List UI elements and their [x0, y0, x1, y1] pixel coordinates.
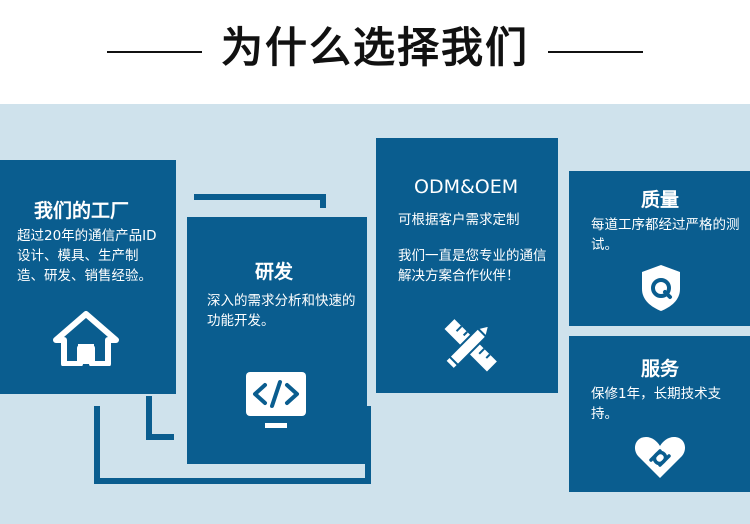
card-quality: 质量 每道工序都经过严格的测试。: [569, 171, 750, 326]
card-factory-title: 我们的工厂: [34, 200, 130, 222]
header: 为什么选择我们: [0, 0, 750, 104]
card-rnd: 研发 深入的需求分析和快速的功能开发。: [187, 217, 367, 464]
card-quality-desc: 每道工序都经过严格的测试。: [591, 217, 740, 253]
title-left-line: [107, 51, 202, 53]
card-odm: ODM&OEM 可根据客户需求定制 我们一直是您专业的通信解决方案合作伙伴！: [376, 138, 558, 393]
shield-q-icon: [639, 263, 683, 313]
card-odm-title: ODM&OEM: [414, 176, 519, 198]
card-odm-desc-1: 可根据客户需求定制: [398, 212, 520, 228]
deco-line-left-small: [146, 396, 174, 440]
heart-link-icon: [633, 434, 687, 480]
title-right-line: [548, 51, 643, 53]
card-quality-title: 质量: [641, 189, 680, 211]
card-factory-desc: 超过20年的通信产品ID设计、模具、生产制造、研发、销售经验。: [17, 228, 157, 284]
card-rnd-title: 研发: [255, 261, 294, 283]
page-title: 为什么选择我们: [220, 23, 529, 72]
card-odm-desc-2: 我们一直是您专业的通信解决方案合作伙伴！: [398, 248, 547, 284]
ruler-pencil-icon: [442, 318, 498, 374]
house-icon: [52, 310, 120, 366]
deco-line-bottom: [94, 406, 371, 484]
card-rnd-desc: 深入的需求分析和快速的功能开发。: [207, 293, 356, 329]
card-service-title: 服务: [641, 358, 680, 380]
deco-line-top: [194, 194, 326, 208]
deco-line-bottom-right-stub: [365, 450, 371, 480]
code-monitor-icon: [243, 369, 309, 431]
card-service: 服务 保修1年，长期技术支持。: [569, 336, 750, 492]
card-factory: 我们的工厂 超过20年的通信产品ID设计、模具、生产制造、研发、销售经验。: [0, 160, 176, 394]
card-service-desc: 保修1年，长期技术支持。: [591, 386, 722, 422]
content-area: 我们的工厂 超过20年的通信产品ID设计、模具、生产制造、研发、销售经验。 研发…: [0, 104, 750, 524]
